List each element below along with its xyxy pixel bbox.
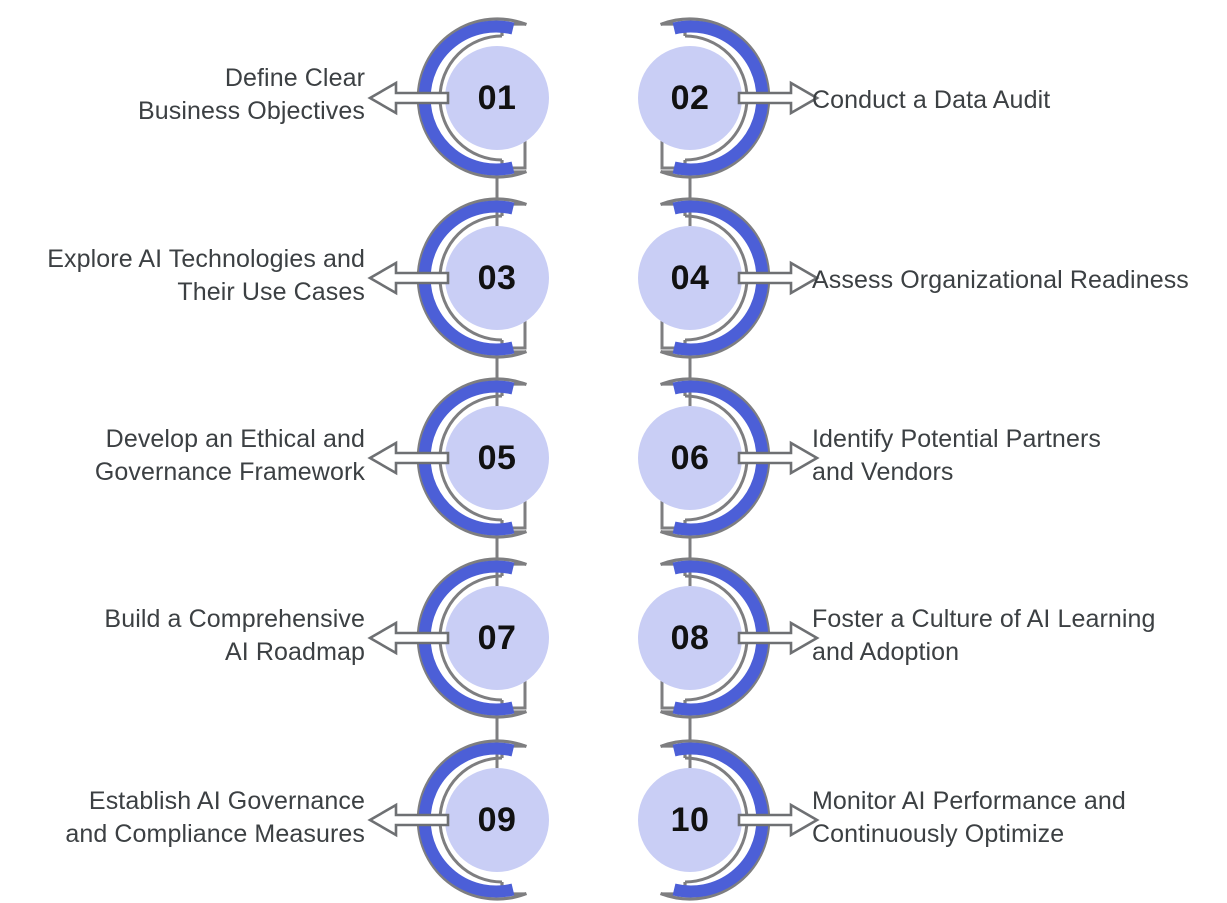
step-label-09: Establish AI Governance and Compliance M… <box>65 787 365 848</box>
step-badge-05[interactable]: 05 <box>418 379 549 537</box>
badge-number-04: 04 <box>671 259 710 297</box>
step-label-05: Develop an Ethical and Governance Framew… <box>94 425 365 486</box>
arrow-right-10 <box>737 803 819 837</box>
step-badge-02[interactable]: 02 <box>638 19 769 177</box>
step-label-03: Explore AI Technologies and Their Use Ca… <box>47 245 365 306</box>
step-badge-08[interactable]: 08 <box>638 559 769 717</box>
step-badge-01[interactable]: 01 <box>418 19 549 177</box>
step-label-07: Build a Comprehensive AI Roadmap <box>104 605 365 666</box>
arrow-right-08 <box>737 621 819 655</box>
step-label-01: Define Clear Business Objectives <box>138 64 365 125</box>
step-badge-04[interactable]: 04 <box>638 199 769 357</box>
badge-number-01: 01 <box>478 79 517 117</box>
step-label-08: Foster a Culture of AI Learning and Adop… <box>812 605 1156 666</box>
step-badge-03[interactable]: 03 <box>418 199 549 357</box>
badge-number-10: 10 <box>671 801 710 839</box>
arrow-right-06 <box>737 441 819 475</box>
step-badge-09[interactable]: 09 <box>418 741 549 899</box>
step-badge-10[interactable]: 10 <box>638 741 769 899</box>
arrow-right-02 <box>737 81 819 115</box>
badge-number-06: 06 <box>671 439 710 477</box>
badge-number-05: 05 <box>478 439 517 477</box>
arrow-left-09 <box>368 803 450 837</box>
arrow-left-01 <box>368 81 450 115</box>
step-badge-06[interactable]: 06 <box>638 379 769 537</box>
badge-number-07: 07 <box>478 619 517 657</box>
step-label-06: Identify Potential Partners and Vendors <box>812 425 1101 486</box>
badge-number-02: 02 <box>671 79 710 117</box>
step-badge-07[interactable]: 07 <box>418 559 549 717</box>
step-label-10: Monitor AI Performance and Continuously … <box>812 787 1126 848</box>
arrow-right-04 <box>737 261 819 295</box>
arrow-left-07 <box>368 621 450 655</box>
badge-number-03: 03 <box>478 259 517 297</box>
arrow-left-03 <box>368 261 450 295</box>
badge-number-09: 09 <box>478 801 517 839</box>
arrow-left-05 <box>368 441 450 475</box>
step-label-02: Conduct a Data Audit <box>812 86 1051 114</box>
badge-number-08: 08 <box>671 619 710 657</box>
step-label-04: Assess Organizational Readiness <box>812 266 1189 294</box>
